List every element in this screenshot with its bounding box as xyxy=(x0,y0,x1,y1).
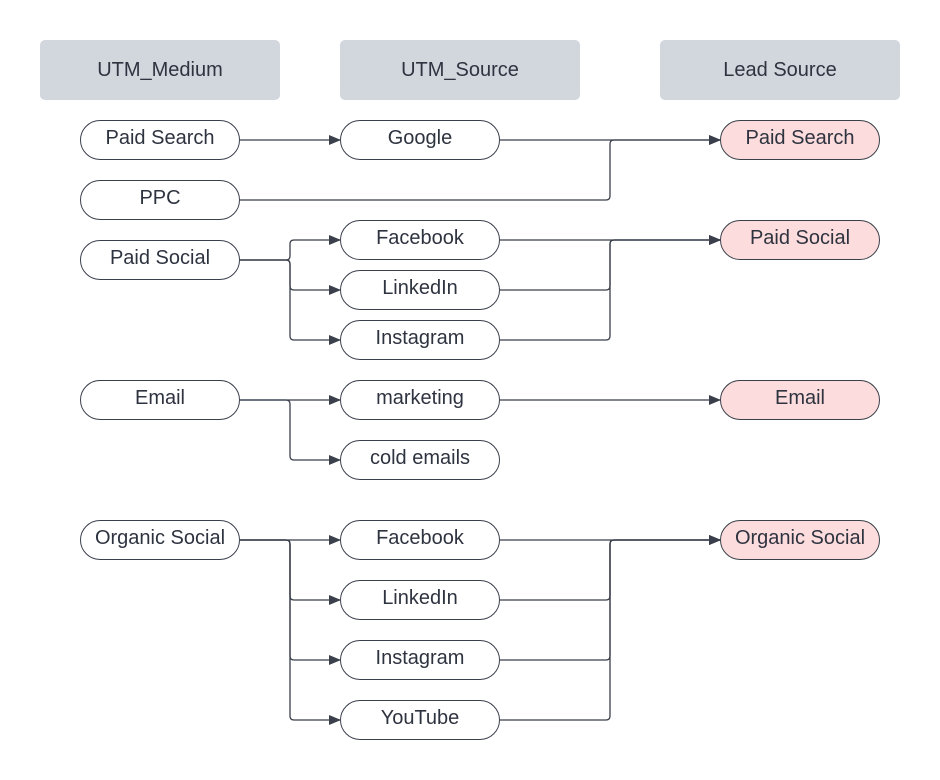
source-node-instagram[interactable]: Instagram xyxy=(340,320,500,360)
medium-node-organic-social[interactable]: Organic Social xyxy=(80,520,240,560)
connector-instagram_1-to-lead_paid_social xyxy=(500,235,721,341)
source-node-facebook-organic[interactable]: Facebook xyxy=(340,520,500,560)
source-node-cold-emails[interactable]: cold emails xyxy=(340,440,500,480)
source-node-google[interactable]: Google xyxy=(340,120,500,160)
medium-node-paid-search[interactable]: Paid Search xyxy=(80,120,240,160)
header-utm-source: UTM_Source xyxy=(340,40,580,100)
connector-youtube-to-lead_organic_social xyxy=(500,535,721,721)
connector-organic_social-to-youtube xyxy=(240,539,341,725)
medium-node-paid-social[interactable]: Paid Social xyxy=(80,240,240,280)
lead-node-paid-social[interactable]: Paid Social xyxy=(720,220,880,260)
connector-paid_social-to-instagram_1 xyxy=(240,259,341,345)
connector-ppc-to-lead_paid_search xyxy=(240,135,721,201)
medium-node-email[interactable]: Email xyxy=(80,380,240,420)
source-node-youtube[interactable]: YouTube xyxy=(340,700,500,740)
source-node-linkedin[interactable]: LinkedIn xyxy=(340,270,500,310)
header-lead-source: Lead Source xyxy=(660,40,900,100)
lead-node-paid-search[interactable]: Paid Search xyxy=(720,120,880,160)
source-node-marketing[interactable]: marketing xyxy=(340,380,500,420)
connector-paid_social-to-facebook_1 xyxy=(240,235,341,261)
medium-node-ppc[interactable]: PPC xyxy=(80,180,240,220)
source-node-facebook[interactable]: Facebook xyxy=(340,220,500,260)
source-node-linkedin-organic[interactable]: LinkedIn xyxy=(340,580,500,620)
connector-email-to-cold_emails xyxy=(240,399,341,465)
source-node-instagram-organic[interactable]: Instagram xyxy=(340,640,500,680)
lead-node-organic-social[interactable]: Organic Social xyxy=(720,520,880,560)
header-utm-medium: UTM_Medium xyxy=(40,40,280,100)
lead-node-email[interactable]: Email xyxy=(720,380,880,420)
